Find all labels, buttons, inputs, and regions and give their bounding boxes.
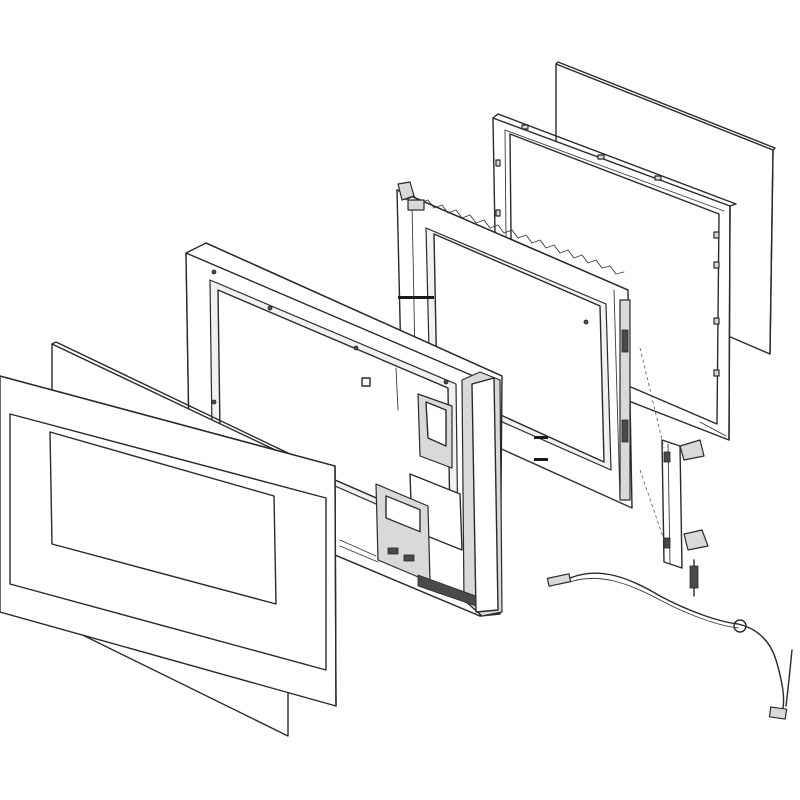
hinge-bracket [639, 347, 709, 569]
front-door-frame [0, 375, 337, 707]
inner-door-frame [396, 181, 633, 509]
cable-harness [546, 572, 793, 720]
spring [689, 559, 699, 597]
